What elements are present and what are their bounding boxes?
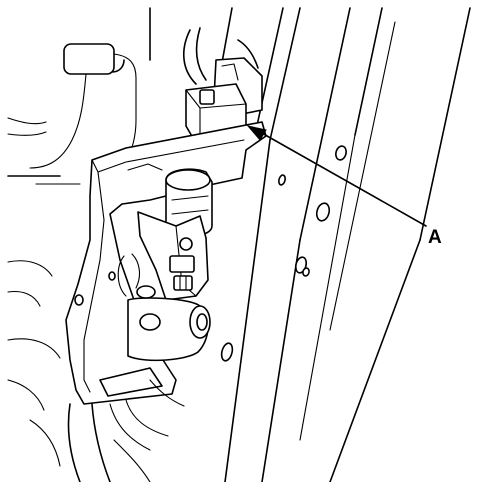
callout-label-a: A <box>428 227 442 248</box>
lower-harness <box>7 260 185 482</box>
pillar-holes <box>220 145 347 362</box>
callout-leader <box>246 125 427 227</box>
lower-actuator <box>117 253 211 362</box>
upper-harness <box>7 43 137 185</box>
lower-connector <box>137 168 213 301</box>
